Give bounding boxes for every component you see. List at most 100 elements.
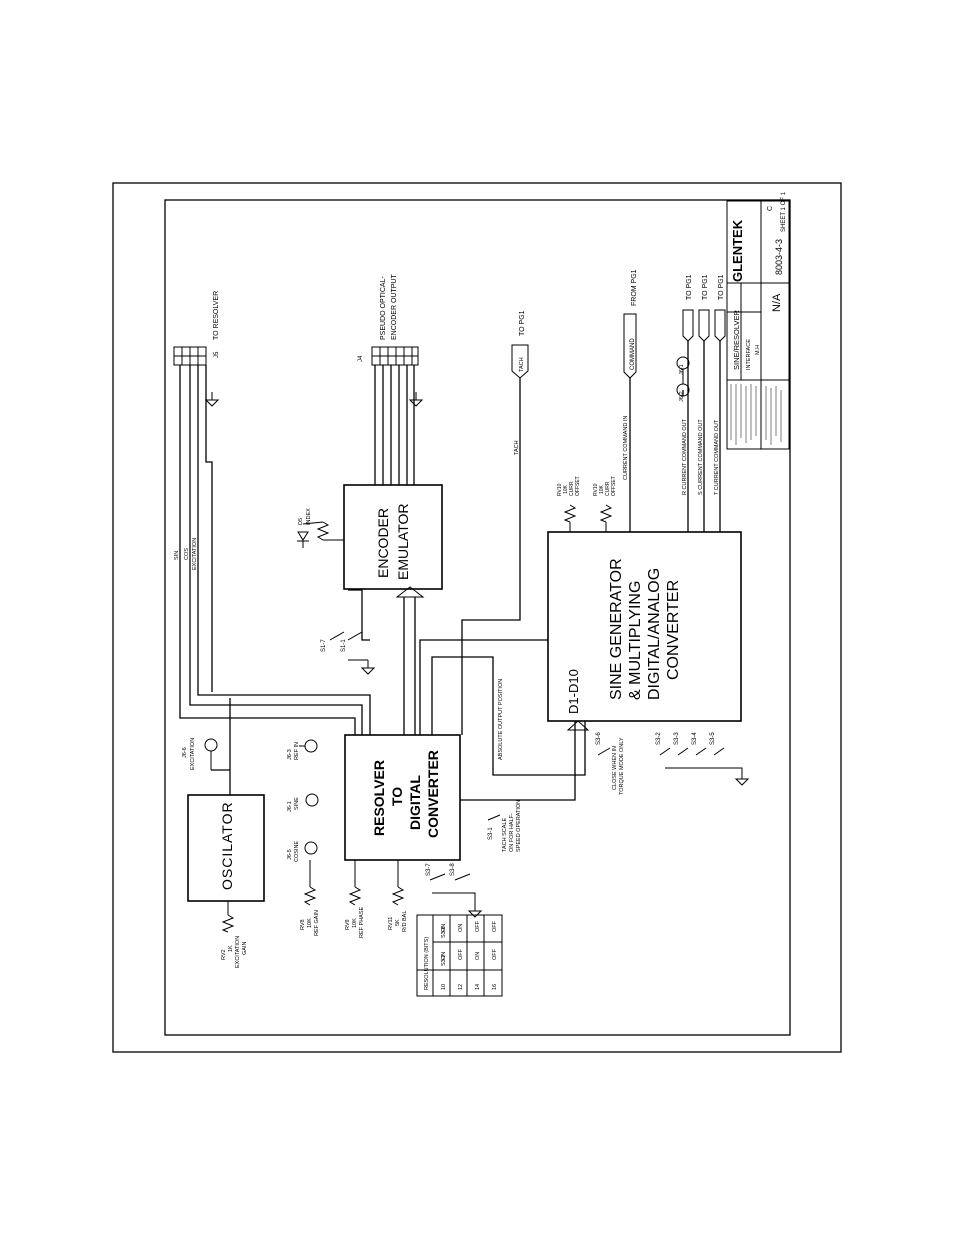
tp-cosine-name: COSINE xyxy=(294,841,300,862)
sine-generator-block: SINE GENERATOR & MULTIPLYING DIGITAL/ANA… xyxy=(547,531,742,722)
tp-sine-name: SINE xyxy=(294,797,300,810)
rv9-name: REF PHASE xyxy=(359,906,365,938)
potentiometers xyxy=(221,504,613,933)
product-subtitle: INTERFACE xyxy=(746,339,752,370)
sine-label-4: CONVERTER xyxy=(665,580,682,680)
oscillator-label: OSCILATOR xyxy=(219,801,235,890)
table-header-s3-8: S3-8 xyxy=(441,926,447,938)
pg1-s-destination: TO PG1 xyxy=(702,274,709,300)
table-bits-10: 10 xyxy=(441,984,447,990)
j5-destination: TO RESOLVER xyxy=(213,291,220,340)
rdc-label-1: RESOLVER xyxy=(371,760,387,836)
s3-1-note-2: ON FOR HALF- xyxy=(509,813,515,852)
cos-label: COS xyxy=(184,548,190,560)
revision: C xyxy=(767,206,774,211)
s3-4-label: S3-4 xyxy=(692,732,698,745)
testpoint-sine xyxy=(305,793,319,807)
inner-border xyxy=(164,199,791,1036)
tach-arrow-label: TACH xyxy=(519,357,525,372)
tach-destination: TO PG1 xyxy=(519,310,526,336)
encoder-bus-arrow xyxy=(395,586,425,598)
rv8-name: REF GAIN xyxy=(314,910,320,936)
company-name: GLENTEK xyxy=(730,219,745,282)
absolute-position-label: ABSOLUTE OUTPUT POSITION xyxy=(498,679,504,760)
sine-label-3: DIGITAL/ANALOG xyxy=(646,568,663,700)
resolver-to-digital-converter-block: RESOLVER TO DIGITAL CONVERTER xyxy=(344,734,461,861)
test-points: J6-6 EXCITATION J6-3 REF IN J6-1 SINE J6… xyxy=(182,356,690,862)
pg1-r-destination: TO PG1 xyxy=(686,274,693,300)
rv9-value: 10K xyxy=(352,918,358,928)
table-r2-s3-8: ON xyxy=(458,924,464,932)
rv10-value: 10K xyxy=(563,484,569,494)
t-command-out-label: T CURRENT COMMAND OUT xyxy=(714,419,720,495)
sine-label-2: & MULTIPLYING xyxy=(627,581,644,700)
tp-excitation-name: EXCITATION xyxy=(190,738,196,770)
s-command-out-label: S CURRENT COMMAND OUT xyxy=(698,419,704,495)
command-arrow-label: COMMAND xyxy=(630,338,636,370)
j5-label: J5 xyxy=(214,351,220,358)
encoder-label-2: EMULATOR xyxy=(395,504,411,581)
rv10b-name-1: CURR xyxy=(605,481,611,496)
table-bits-14: 14 xyxy=(475,984,481,990)
drawn-by: M.H xyxy=(755,345,761,355)
tp-j62-label: J6-2 xyxy=(679,391,685,402)
rv11-id: RV11 xyxy=(388,917,394,930)
rv8-value: 10K xyxy=(307,918,313,928)
table-r4-s3-8: OFF xyxy=(492,920,498,932)
table-r4-s3-7: OFF xyxy=(492,948,498,960)
s3-2-label: S3-2 xyxy=(656,732,662,745)
product-title: SINE/RESOLVER xyxy=(732,310,741,370)
rv10b-value: 10K xyxy=(599,484,605,494)
phase-outputs: TO PG1 TO PG1 TO PG1 xyxy=(682,274,726,342)
current-command-in-label: CURRENT COMMAND IN xyxy=(623,416,629,480)
tach-output: TACH TO PG1 xyxy=(511,310,529,379)
s3-6-note-1: CLOSE WHEN IN xyxy=(612,746,618,790)
tp-ref-id: J6-3 xyxy=(287,749,293,760)
rv10-id: RV10 xyxy=(557,483,563,496)
rdc-label-4: CONVERTER xyxy=(425,750,441,838)
ground-symbols xyxy=(204,392,750,918)
tp-ref-name: REF IN xyxy=(294,742,300,760)
rv2-name-1: EXCITATION xyxy=(235,936,241,968)
j5-connector: J5 TO RESOLVER xyxy=(173,291,220,366)
table-bits-16: 16 xyxy=(492,984,498,990)
resolution-table: RESOLUTION (BITS) S3-7 S3-8 10 12 14 16 … xyxy=(416,914,503,997)
encoder-label-1: ENCODER xyxy=(375,508,391,578)
rv9-id: RV9 xyxy=(345,919,351,930)
j4-connector: J4 PSEUDO OPTICAL- ENCODER OUTPUT xyxy=(358,274,419,366)
table-r3-s3-7: ON xyxy=(475,952,481,960)
rv2-id: RV2 xyxy=(221,949,227,960)
rv11-value: 5K xyxy=(395,919,401,926)
rv10b-id: RV10 xyxy=(593,483,599,496)
r-command-out-label: R CURRENT COMMAND OUT xyxy=(682,418,688,495)
encoder-emulator-block: ENCODER EMULATOR xyxy=(343,484,443,590)
tp-excitation-id: J6-6 xyxy=(182,747,188,758)
sine-label-1: SINE GENERATOR xyxy=(608,558,625,700)
sin-label: SIN xyxy=(174,551,180,560)
j4-destination-1: PSEUDO OPTICAL- xyxy=(380,276,387,340)
j4-destination-2: ENCODER OUTPUT xyxy=(391,274,398,340)
s3-7-label: S3-7 xyxy=(426,863,432,876)
command-source: FROM PG1 xyxy=(631,269,638,306)
oscillator-block: OSCILATOR xyxy=(187,794,265,902)
rv2-name-2: GAIN xyxy=(242,942,248,955)
table-r2-s3-7: OFF xyxy=(458,948,464,960)
excitation-label: EXCITATION xyxy=(192,538,198,570)
rdc-label-2: TO xyxy=(389,787,405,806)
rv11-name: R/D BAL xyxy=(402,911,408,932)
s3-6-note-2: TORQUE MODE ONLY xyxy=(619,737,625,795)
data-bus-label: D1-D10 xyxy=(566,669,581,714)
drawing-number: 8003-4-3 xyxy=(774,239,784,275)
s3-1-note-1: TACH SCALE xyxy=(502,818,508,852)
s3-3-label: S3-3 xyxy=(674,732,680,745)
rdc-label-3: DIGITAL xyxy=(407,775,423,830)
tp-cosine-id: J6-5 xyxy=(287,849,293,860)
s1-1-label: S1-1 xyxy=(341,639,347,652)
s3-5-label: S3-5 xyxy=(710,732,716,745)
pg1-t-destination: TO PG1 xyxy=(718,274,725,300)
switches: S1-7 S1-1 S3-1 S3-7 S3-8 TACH SCALE ON F… xyxy=(321,631,743,905)
command-input: COMMAND FROM PG1 xyxy=(623,269,638,379)
sheet-number: SHEET 1 OF 1 xyxy=(781,191,787,232)
table-r1-s3-7: ON xyxy=(441,952,447,960)
